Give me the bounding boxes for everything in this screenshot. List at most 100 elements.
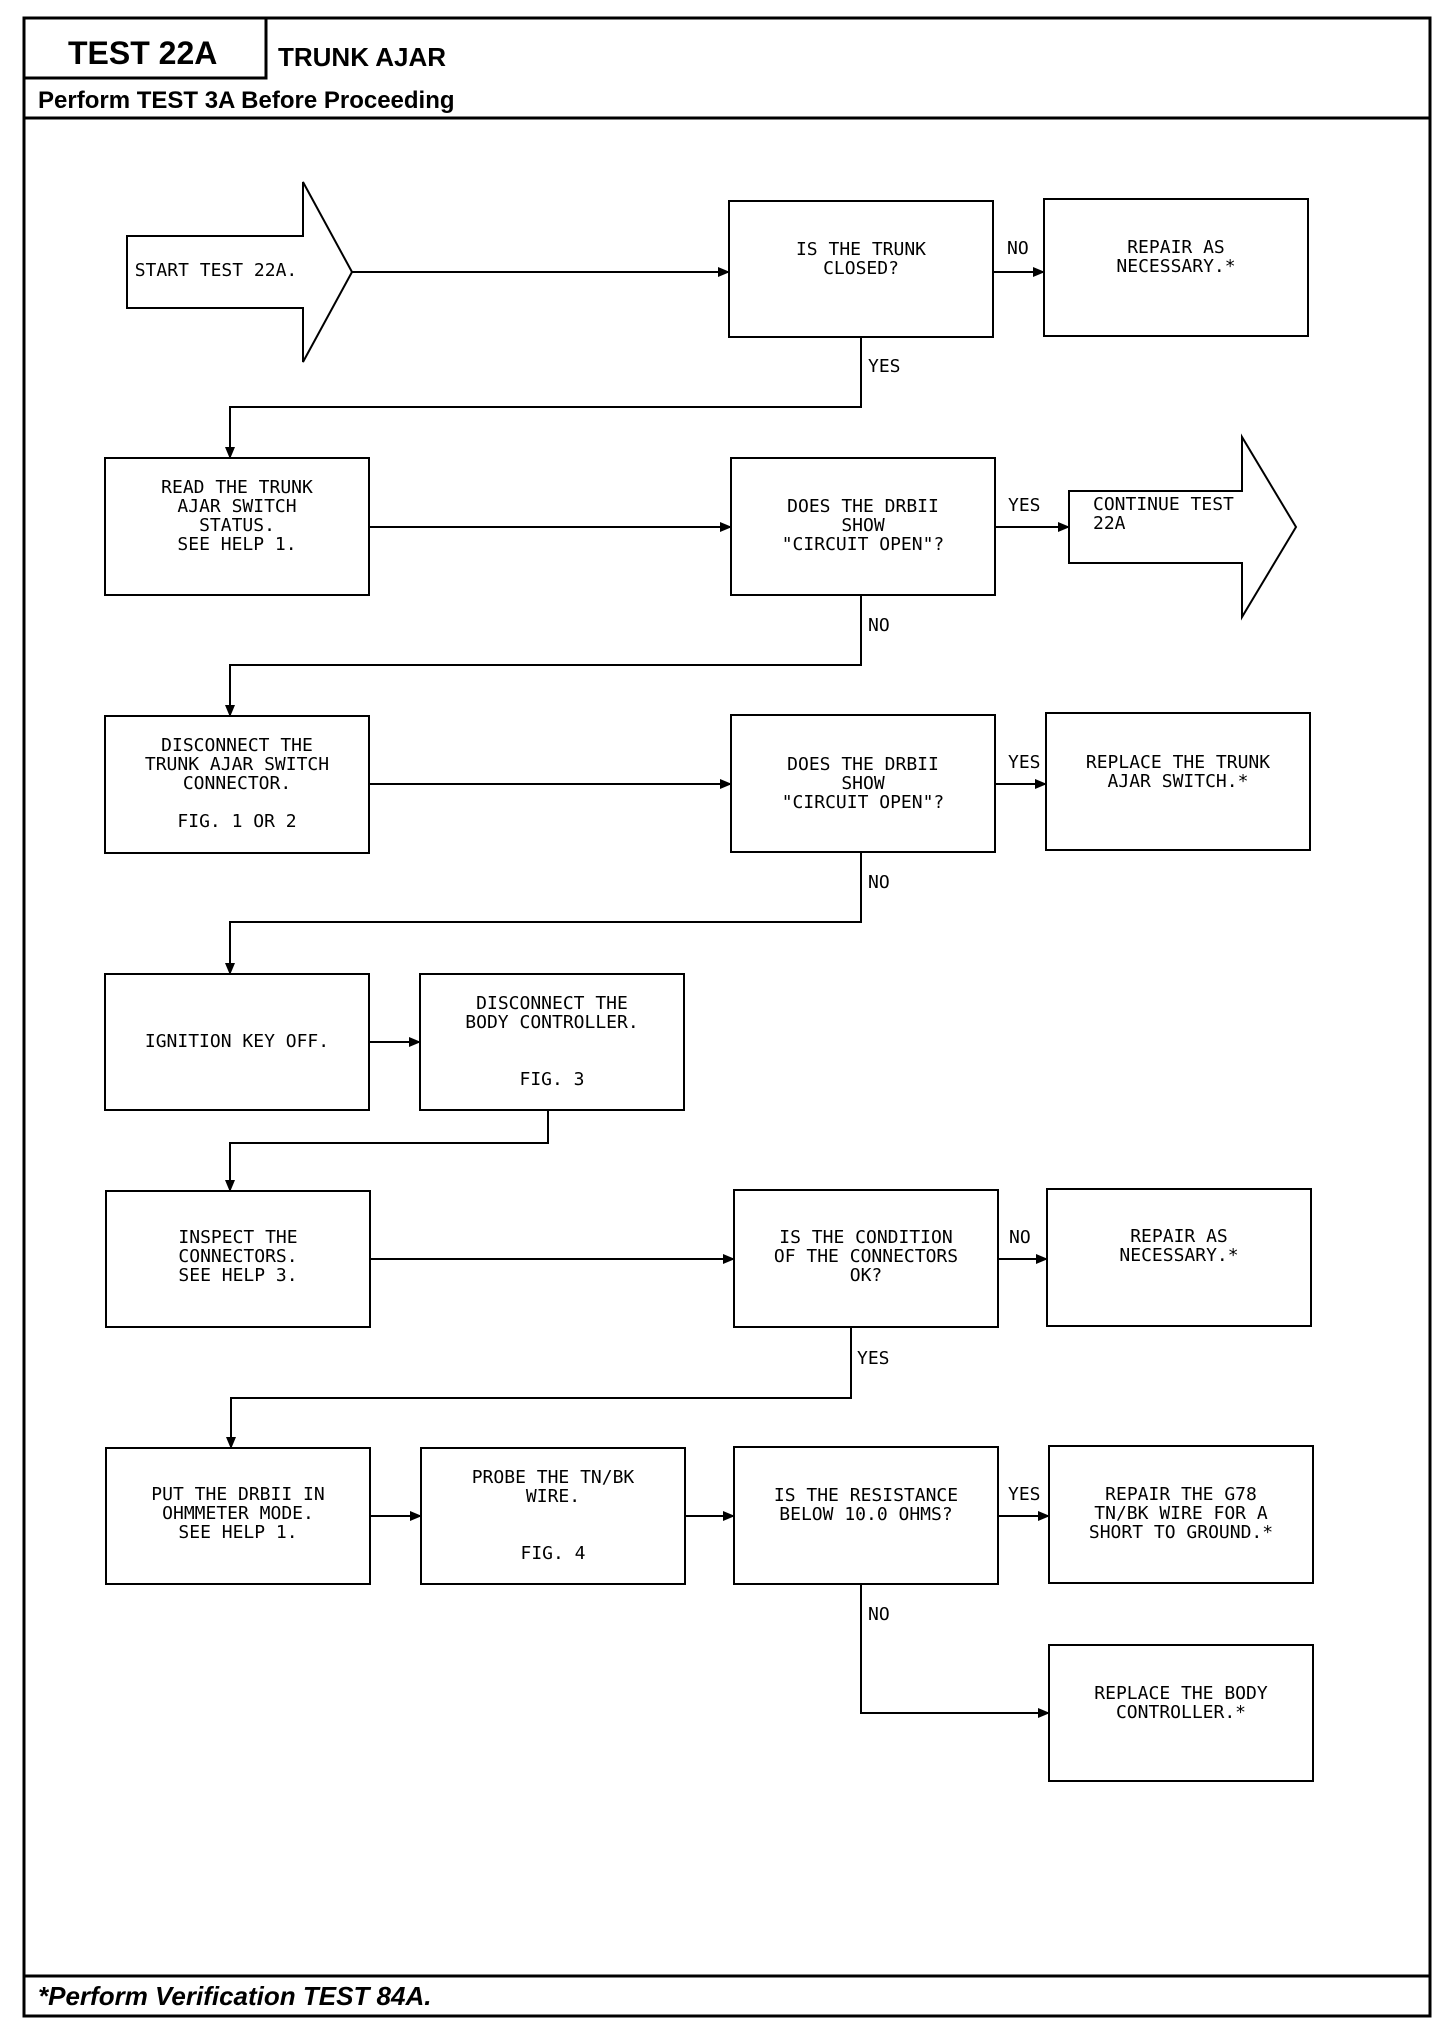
edge-q2-no xyxy=(225,595,862,717)
node-ignition-off-text: IGNITION KEY OFF. xyxy=(145,1031,329,1052)
node-line: READ THE TRUNK xyxy=(161,477,313,498)
outer-frame xyxy=(22,16,1432,2018)
label-yes-5: YES xyxy=(1008,1484,1041,1505)
node-line: REPAIR THE G78 xyxy=(1105,1484,1257,1505)
edge-q3-no xyxy=(225,852,862,975)
node-line: DISCONNECT THE xyxy=(161,735,313,756)
label-yes-1: YES xyxy=(868,356,901,377)
node-line: 22A xyxy=(1093,513,1126,534)
edge-q5-no xyxy=(860,1584,1050,1718)
test-title: TRUNK AJAR xyxy=(278,42,446,72)
node-start-text: START TEST 22A. xyxy=(135,260,298,281)
label-no-2: NO xyxy=(868,615,890,636)
node-line: REPLACE THE BODY xyxy=(1094,1683,1268,1704)
node-line: CONNECTORS. xyxy=(178,1246,297,1267)
node-line: FIG. 1 OR 2 xyxy=(177,811,296,832)
node-line: SHOW xyxy=(841,515,885,536)
node-line: START TEST 22A. xyxy=(135,260,298,281)
node-line: REPLACE THE TRUNK xyxy=(1086,752,1270,773)
node-line: DOES THE DRBII xyxy=(787,754,939,775)
node-line: IS THE TRUNK xyxy=(796,239,926,260)
label-no-1: NO xyxy=(1007,238,1029,259)
node-line: BODY CONTROLLER. xyxy=(465,1012,638,1033)
node-start: START TEST 22A. xyxy=(126,181,354,363)
node-line: OHMMETER MODE. xyxy=(162,1503,314,1524)
label-yes-4: YES xyxy=(857,1348,890,1369)
edge-disc-bc-to-inspect xyxy=(225,1110,549,1192)
label-yes-2: YES xyxy=(1008,495,1041,516)
node-line: TN/BK WIRE FOR A xyxy=(1094,1503,1268,1524)
node-line: SHOW xyxy=(841,773,885,794)
node-line: "CIRCUIT OPEN"? xyxy=(782,534,945,555)
node-line: OK? xyxy=(850,1265,883,1286)
node-line: BELOW 10.0 OHMS? xyxy=(779,1504,952,1525)
node-line: SEE HELP 3. xyxy=(178,1265,297,1286)
test-id: TEST 22A xyxy=(68,35,217,71)
node-line: CLOSED? xyxy=(823,258,899,279)
edge-q4-yes xyxy=(226,1327,852,1449)
node-ignition-off: IGNITION KEY OFF. xyxy=(104,973,370,1111)
node-line: PROBE THE TN/BK xyxy=(472,1467,635,1488)
footer-note: *Perform Verification TEST 84A. xyxy=(38,1981,431,2011)
label-yes-3: YES xyxy=(1008,752,1041,773)
node-line: FIG. 3 xyxy=(519,1069,584,1090)
node-line: NECESSARY.* xyxy=(1119,1245,1238,1266)
node-line: SEE HELP 1. xyxy=(177,534,296,555)
node-line: IS THE CONDITION xyxy=(779,1227,952,1248)
node-line: CONTROLLER.* xyxy=(1116,1702,1246,1723)
node-line: DOES THE DRBII xyxy=(787,496,939,517)
node-line: AJAR SWITCH.* xyxy=(1108,771,1249,792)
label-no-3: NO xyxy=(868,872,890,893)
label-no-4: NO xyxy=(1009,1227,1031,1248)
node-line: OF THE CONNECTORS xyxy=(774,1246,958,1267)
node-line: PUT THE DRBII IN xyxy=(151,1484,324,1505)
node-line: NECESSARY.* xyxy=(1116,256,1235,277)
node-line: TRUNK AJAR SWITCH xyxy=(145,754,329,775)
node-line: REPAIR AS xyxy=(1130,1226,1228,1247)
node-line: FIG. 4 xyxy=(520,1543,585,1564)
edge-q1-yes xyxy=(225,337,862,459)
connectors xyxy=(225,267,1070,1718)
node-line: WIRE. xyxy=(526,1486,580,1507)
node-line: IGNITION KEY OFF. xyxy=(145,1031,329,1052)
node-line: INSPECT THE xyxy=(178,1227,297,1248)
node-line: SEE HELP 1. xyxy=(178,1522,297,1543)
node-line: STATUS. xyxy=(199,515,275,536)
node-line: DISCONNECT THE xyxy=(476,993,628,1014)
label-no-5: NO xyxy=(868,1604,890,1625)
node-line: CONNECTOR. xyxy=(183,773,291,794)
